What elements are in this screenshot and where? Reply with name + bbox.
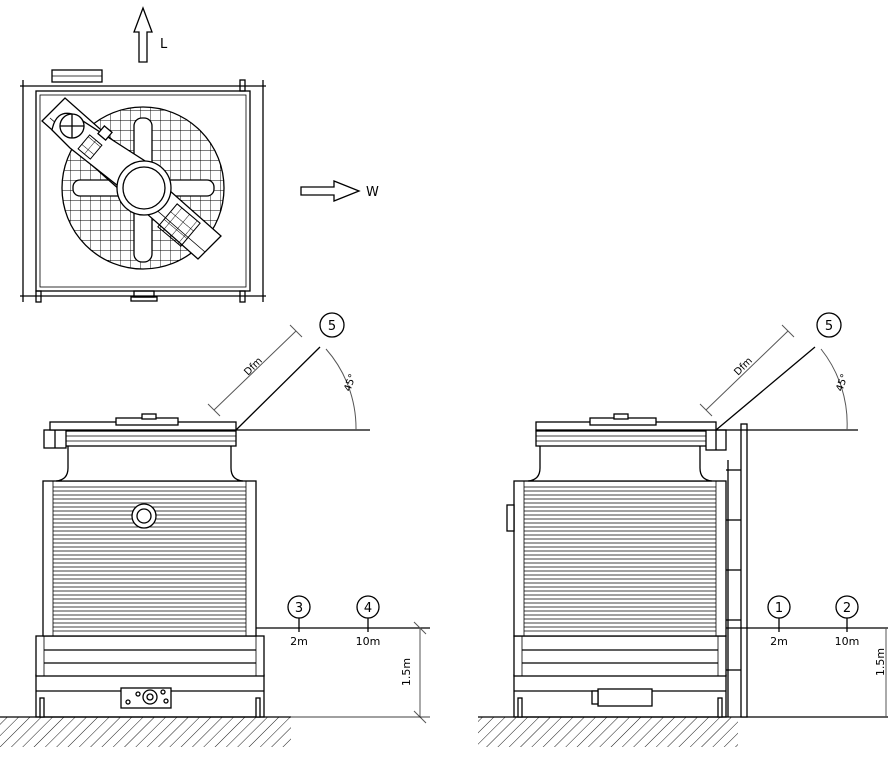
distance-10m: 10m: [356, 635, 381, 648]
diagonal-line-45deg: [715, 346, 816, 431]
distance-2m: 2m: [770, 635, 788, 648]
svg-text:2: 2: [843, 601, 851, 616]
front-elevation: Dfm 45° 5 3 2m 4 10m 1.5m: [0, 312, 430, 747]
distribution-arm: [41, 97, 222, 260]
drain-box: [597, 688, 653, 707]
louver-lines: [524, 486, 716, 632]
side-nozzle: [506, 504, 515, 532]
height-label: 1.5m: [874, 648, 887, 676]
drain-panel: [120, 687, 172, 709]
side-elevation: Dfm 45° 5 1 2m 2 10m 1.5m: [478, 312, 888, 747]
height-label: 1.5m: [400, 658, 413, 686]
tower-casing: [513, 480, 727, 637]
measurement-point-5: [816, 312, 842, 338]
ground-hatch: [478, 717, 738, 747]
svg-text:5: 5: [825, 319, 833, 334]
diagonal-line-45deg: [235, 346, 321, 431]
inlet-port: [131, 503, 157, 529]
width-direction-arrow: W: [300, 180, 379, 202]
distance-label: Dfm: [732, 356, 755, 379]
ground-hatch: [0, 717, 291, 747]
tower-casing: [42, 480, 257, 637]
measurement-point-5: [319, 312, 345, 338]
plan-view: L W: [20, 6, 379, 303]
width-label: W: [366, 185, 379, 200]
svg-text:5: 5: [328, 319, 336, 334]
length-direction-arrow: L: [133, 6, 168, 63]
distance-label: Dfm: [242, 356, 265, 379]
distance-2m: 2m: [290, 635, 308, 648]
length-label: L: [160, 37, 168, 52]
ladder: [726, 423, 748, 718]
svg-text:1: 1: [775, 601, 783, 616]
distance-10m: 10m: [835, 635, 860, 648]
angle-label: 45°: [342, 373, 358, 393]
svg-text:3: 3: [295, 601, 303, 616]
svg-text:4: 4: [364, 601, 372, 616]
cold-water-basin: [35, 635, 265, 677]
